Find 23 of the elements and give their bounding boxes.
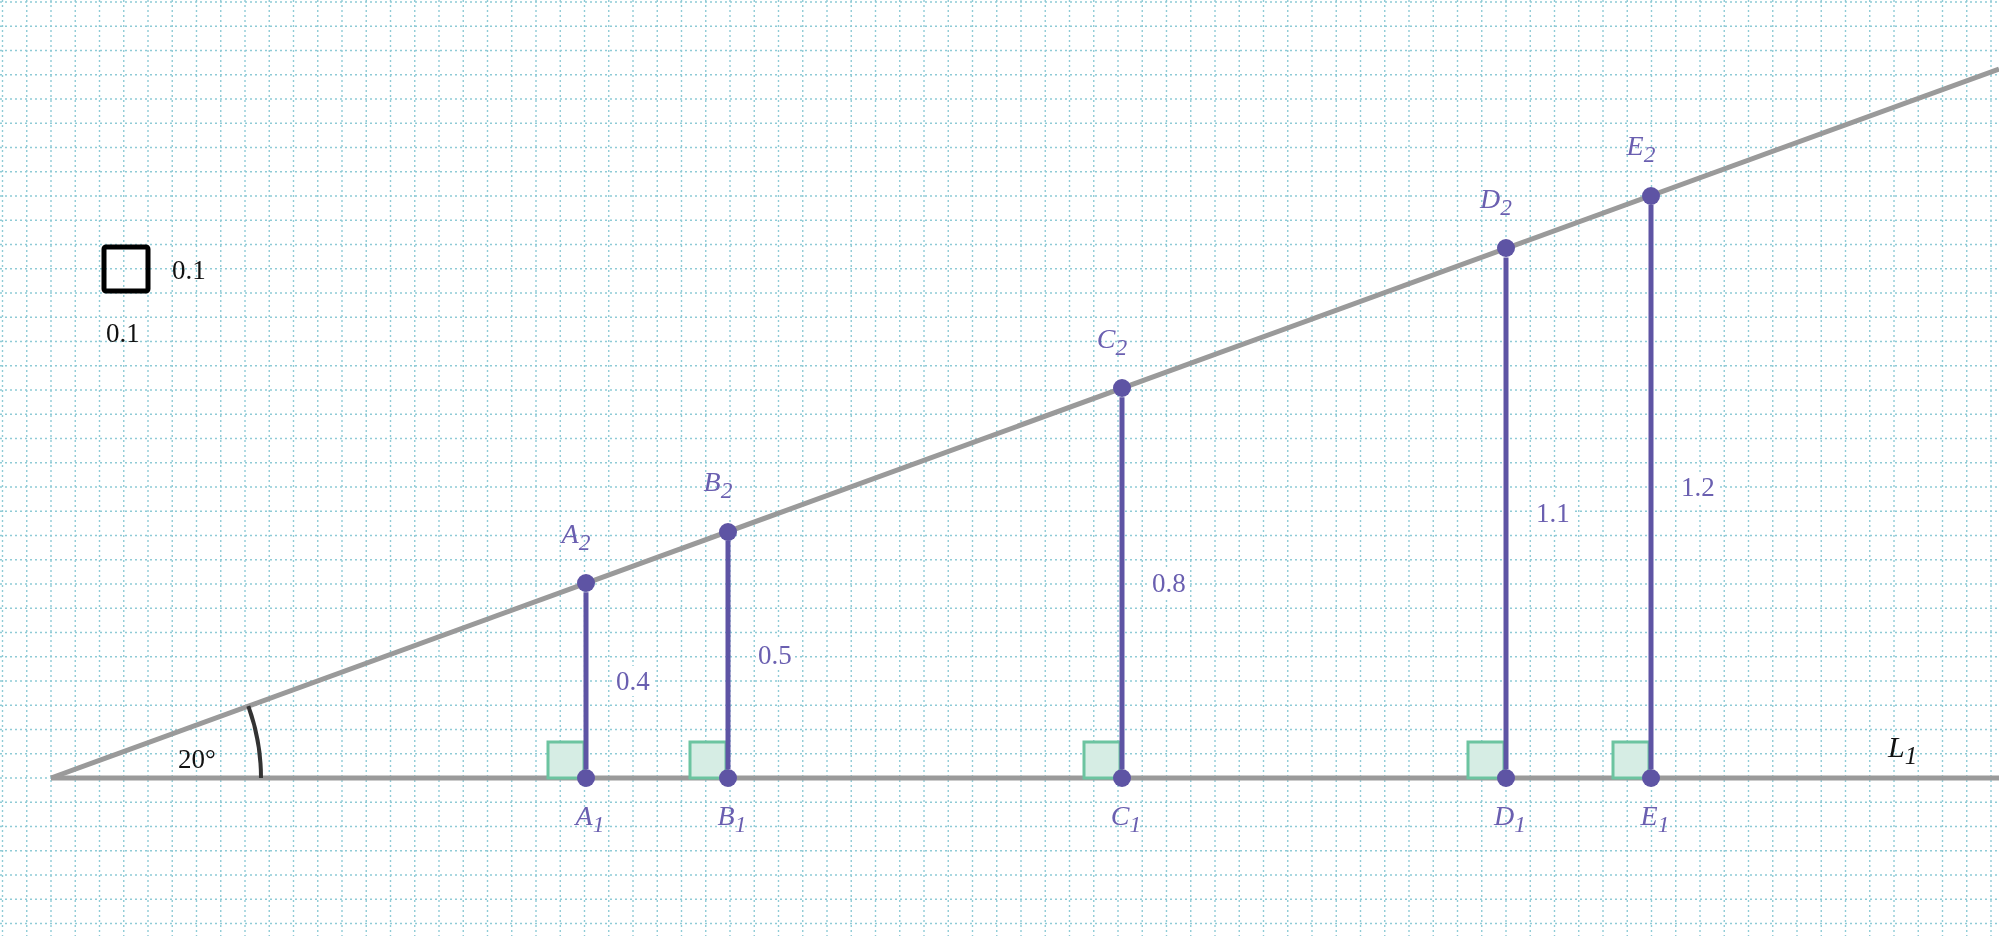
point-label: C$_{1}$ [1110,801,1142,839]
line-label: L$_{1}$ [1888,732,1918,771]
point-label: E$_{2}$ [1626,131,1656,169]
point-label: B$_{1}$ [717,801,747,839]
angle-label: 20° [178,744,216,774]
point-label: C$_{2}$ [1096,323,1128,362]
segment-line [583,592,589,769]
segment-line [1119,397,1125,769]
segment-line [1648,204,1654,769]
edge-label: 0.4 [614,665,652,696]
scale-label: 0.1 [172,255,206,285]
point-label: D$_{1}$ [1494,801,1526,839]
edge-label: 0.5 [756,639,794,670]
segment-line [1503,257,1509,769]
scale-label: 0.1 [106,318,140,348]
point-label: A$_{1}$ [575,801,605,839]
point-label: E$_{1}$ [1640,801,1670,839]
edge-label: 0.8 [1150,568,1188,599]
segment-line [725,540,731,769]
edge-label: 1.1 [1534,498,1572,529]
point-label: D$_{2}$ [1480,183,1512,222]
point-label: B$_{2}$ [703,467,733,505]
point-label: A$_{2}$ [561,518,591,557]
